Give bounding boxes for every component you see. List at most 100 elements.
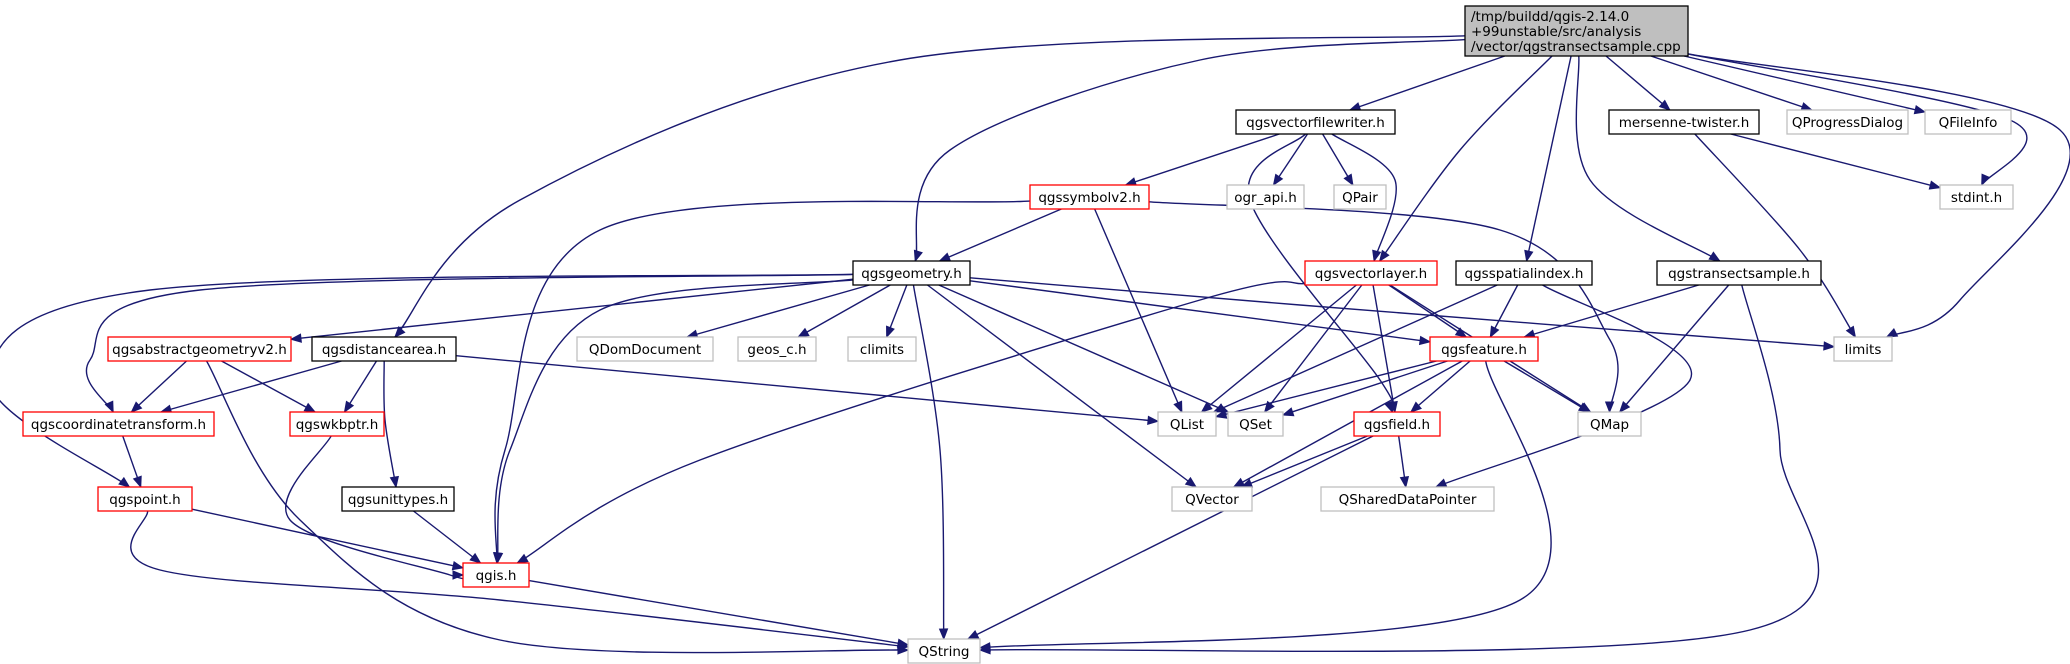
node-label-qgis: qgis.h (476, 568, 517, 584)
node-box-qgsvectorfilewriter[interactable] (1235, 109, 1396, 135)
node-box-qgsabstractgeometryv2[interactable] (107, 336, 292, 362)
node-box-stdint (1939, 184, 2014, 210)
arrowhead-qgsgeometry-to-qgscoordinatetransform (104, 400, 114, 414)
node-qgsgeometry[interactable]: qgsgeometry.h (852, 260, 971, 286)
root-label-line-3: /vector/qgstransectsample.cpp (1471, 39, 1681, 55)
node-box-qgsfield[interactable] (1353, 411, 1441, 437)
edge-qgsfeature-to-qvector (1233, 360, 1463, 488)
edge-qgsvectorlayer-to-qlist (1201, 284, 1357, 413)
edge-qgstransectsample-to-qmap (1619, 284, 1730, 413)
node-root[interactable]: /tmp/buildd/qgis-2.14.0+99unstable/src/a… (1464, 5, 1689, 57)
node-qgstransectsample[interactable]: qgstransectsample.h (1656, 260, 1822, 286)
node-label-qgswkbptr: qgswkbptr.h (296, 417, 379, 433)
node-box-qgscoordinatetransform[interactable] (22, 411, 215, 437)
node-label-qgsvectorlayer: qgsvectorlayer.h (1315, 266, 1427, 282)
node-box-qgstransectsample[interactable] (1656, 260, 1822, 286)
arrowhead-qgssymbolv2-to-qlist (1173, 400, 1183, 414)
edge-qgsvectorfilewriter-to-qgssymbolv2 (1125, 133, 1280, 186)
arrowhead-qgsfeature-to-qvector (1232, 477, 1246, 488)
arrowhead-qgsgeometry-to-geosc (797, 327, 810, 338)
node-qgscoordinatetransform[interactable]: qgscoordinatetransform.h (22, 411, 215, 437)
arrowhead-qgsgeometry-to-qgsabstractgeometryv2 (289, 333, 302, 343)
arrowhead-qgsfield-to-qstring (966, 630, 980, 640)
node-box-root[interactable] (1464, 5, 1689, 57)
node-label-qdomdocument: QDomDocument (589, 342, 701, 358)
arrowhead-qgsgeometry-to-limits (1823, 341, 1836, 351)
node-label-qgssymbolv2: qgssymbolv2.h (1038, 190, 1140, 206)
node-box-qgsspatialindex[interactable] (1455, 260, 1593, 286)
arrowhead-qgsabstractgeometryv2-to-qgswkbptr (303, 402, 317, 413)
edge-qgssymbolv2-to-qgis (494, 200, 1031, 564)
node-qgssymbolv2[interactable]: qgssymbolv2.h (1029, 184, 1150, 210)
edge-qgsdistancearea-to-qgscoordinatetransform (160, 360, 342, 413)
nodes-layer: /tmp/buildd/qgis-2.14.0+99unstable/src/a… (22, 5, 2014, 664)
node-box-qgsvectorlayer[interactable] (1304, 260, 1438, 286)
node-qgsabstractgeometryv2[interactable]: qgsabstractgeometryv2.h (107, 336, 292, 362)
node-box-qset (1227, 411, 1284, 437)
edge-qgsgeometry-to-qset (938, 284, 1229, 413)
arrowhead-qgsvectorlayer-to-qgsfield (1388, 400, 1398, 414)
node-label-qgspoint: qgspoint.h (109, 492, 180, 508)
node-box-geosc (737, 336, 817, 362)
arrowhead-qgsgeometry-to-qgspoint (118, 476, 131, 488)
arrowhead-qgsgeometry-to-qstring (938, 628, 949, 641)
edge-qgsvectorlayer-to-qgis (516, 281, 1306, 564)
node-qgis[interactable]: qgis.h (462, 562, 530, 588)
node-qgsunittypes[interactable]: qgsunittypes.h (341, 486, 455, 512)
root-label-line-2: +99unstable/src/analysis (1471, 24, 1641, 40)
node-box-qgsgeometry[interactable] (852, 260, 971, 286)
node-qprogressdialog: QProgressDialog (1786, 109, 1909, 135)
arrowhead-root-to-stdint (1981, 173, 1991, 187)
node-label-geosc: geos_c.h (747, 342, 806, 358)
arrowhead-qgsvectorlayer-to-qgis (516, 553, 529, 564)
edge-root-to-qgsvectorlayer (1379, 55, 1553, 262)
node-label-qgsspatialindex: qgsspatialindex.h (1465, 266, 1584, 282)
node-qgsvectorfilewriter[interactable]: qgsvectorfilewriter.h (1235, 109, 1396, 135)
edge-qgsgeometry-to-qgspoint (0, 273, 854, 488)
node-label-qfileinfo: QFileInfo (1939, 115, 1998, 131)
node-box-qgssymbolv2[interactable] (1029, 184, 1150, 210)
node-qgsspatialindex[interactable]: qgsspatialindex.h (1455, 260, 1593, 286)
arrowhead-root-to-qgsgeometry (913, 249, 923, 263)
node-box-qgsdistancearea[interactable] (311, 336, 457, 362)
edge-qgsvectorlayer-to-qgsfield (1372, 284, 1396, 413)
node-box-mersenne[interactable] (1608, 109, 1760, 135)
node-label-qgsvectorfilewriter: qgsvectorfilewriter.h (1246, 115, 1385, 131)
node-qpair: QPair (1333, 184, 1387, 210)
arrowhead-qgsvectorfilewriter-to-qpair (1343, 173, 1354, 187)
node-qgsvectorlayer[interactable]: qgsvectorlayer.h (1304, 260, 1438, 286)
node-label-qgsgeometry: qgsgeometry.h (861, 266, 962, 282)
arrowhead-mersenne-to-stdint (1928, 180, 1942, 190)
node-qgswkbptr[interactable]: qgswkbptr.h (289, 411, 385, 437)
node-qgsdistancearea[interactable]: qgsdistancearea.h (311, 336, 457, 362)
edge-qgsfeature-to-qmap (1503, 360, 1590, 413)
node-qgspoint[interactable]: qgspoint.h (97, 486, 193, 512)
arrowhead-qgssymbolv2-to-qmap (1604, 401, 1615, 414)
node-qgsfield[interactable]: qgsfield.h (1353, 411, 1441, 437)
node-qshareddatapointer: QSharedDataPointer (1320, 486, 1495, 512)
node-box-qgis[interactable] (462, 562, 530, 588)
node-label-qset: QSet (1239, 417, 1272, 433)
edge-qgsgeometry-to-qdomdocument (686, 284, 870, 338)
node-qgsfeature[interactable]: qgsfeature.h (1429, 336, 1539, 362)
node-mersenne[interactable]: mersenne-twister.h (1608, 109, 1760, 135)
node-box-qgsunittypes[interactable] (341, 486, 455, 512)
node-box-qgsfeature[interactable] (1429, 336, 1539, 362)
arrowhead-qgsgeometry-to-qvector (1184, 476, 1198, 488)
arrowhead-root-to-limits (1885, 328, 1899, 338)
node-box-climits (847, 336, 917, 362)
edge-qgsfield-to-qvector (1241, 435, 1368, 488)
node-label-qprogressdialog: QProgressDialog (1792, 115, 1903, 131)
node-label-mersenne: mersenne-twister.h (1619, 115, 1750, 131)
edge-root-to-qgstransectsample (1575, 55, 1721, 262)
node-label-qgsfield: qgsfield.h (1364, 417, 1430, 433)
node-box-qgswkbptr[interactable] (289, 411, 385, 437)
edge-qgsfield-to-qstring (967, 435, 1374, 640)
node-box-qmap (1577, 411, 1642, 437)
arrowhead-qgsfeature-to-qgsfield (1409, 401, 1422, 413)
node-box-qgspoint[interactable] (97, 486, 193, 512)
edge-qgsgeometry-to-geosc (797, 284, 891, 338)
node-label-limits: limits (1845, 342, 1882, 358)
edge-qgsfeature-to-qgsfield (1410, 360, 1471, 413)
edge-qgsabstractgeometryv2-to-qgscoordinatetransform (130, 360, 188, 413)
